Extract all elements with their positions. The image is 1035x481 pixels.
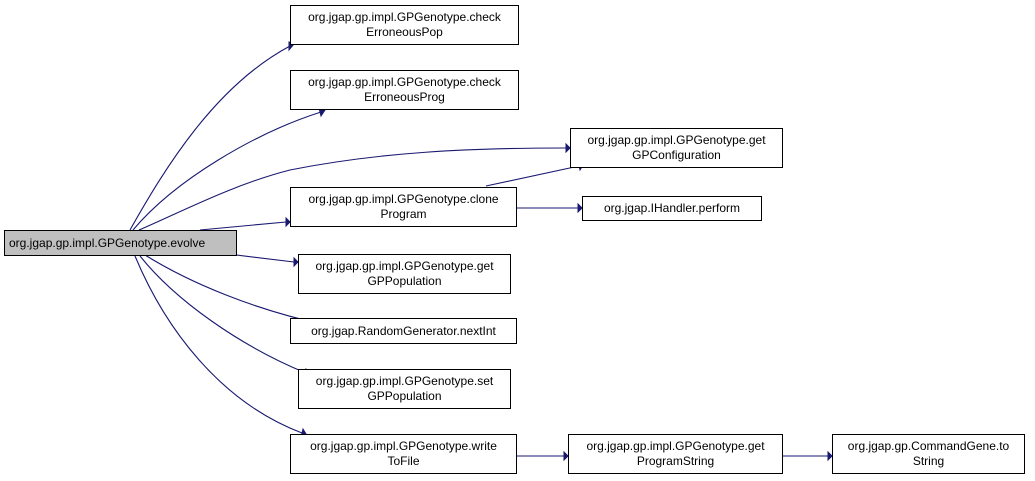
node-command-gene-to-string[interactable]: org.jgap.gp.CommandGene.to String	[832, 434, 1025, 474]
arrowhead	[577, 202, 583, 214]
edge-evolve-to-get-gppop	[227, 253, 295, 263]
node-label: GPConfiguration	[632, 148, 721, 162]
node-label: ToFile	[387, 454, 420, 468]
node-label: org.jgap.gp.impl.GPGenotype.check	[308, 10, 501, 24]
node-label: org.jgap.gp.impl.GPGenotype.get	[587, 133, 766, 147]
node-clone-program[interactable]: org.jgap.gp.impl.GPGenotype.clone Progra…	[290, 187, 517, 227]
node-check-erroneous-pop[interactable]: org.jgap.gp.impl.GPGenotype.check Errone…	[290, 5, 519, 45]
edge-evolve-to-check-prog	[132, 111, 322, 231]
arrowhead	[563, 450, 569, 462]
node-set-gp-population[interactable]: org.jgap.gp.impl.GPGenotype.set GPPopula…	[298, 369, 511, 409]
node-evolve[interactable]: org.jgap.gp.impl.GPGenotype.evolve	[4, 230, 237, 256]
arrowhead	[293, 256, 299, 268]
edge-evolve-to-clone-program	[199, 221, 287, 231]
node-label: ErroneousProg	[364, 90, 445, 104]
node-get-gp-population[interactable]: org.jgap.gp.impl.GPGenotype.get GPPopula…	[298, 254, 511, 294]
edge-evolve-to-write-to-file	[134, 255, 303, 434]
node-label: GPPopulation	[367, 389, 442, 403]
node-label: Program	[380, 207, 427, 221]
node-label: org.jgap.gp.CommandGene.to	[847, 439, 1010, 453]
edge-evolve-to-set-gppop	[139, 255, 307, 374]
node-label: org.jgap.gp.impl.GPGenotype.get	[315, 259, 494, 273]
node-label: org.jgap.IHandler.perform	[603, 201, 741, 215]
node-label: org.jgap.gp.impl.GPGenotype.evolve	[9, 235, 206, 250]
node-label: org.jgap.gp.impl.GPGenotype.check	[308, 75, 501, 89]
node-label: org.jgap.gp.impl.GPGenotype.clone	[308, 192, 499, 206]
node-write-to-file[interactable]: org.jgap.gp.impl.GPGenotype.write ToFile	[290, 434, 517, 474]
node-label: org.jgap.gp.impl.GPGenotype.set	[315, 374, 494, 388]
arrowhead	[565, 142, 571, 154]
node-label: ErroneousPop	[366, 25, 443, 39]
edge-evolve-to-check-pop	[129, 45, 291, 231]
node-label: ProgramString	[636, 454, 715, 468]
edge-evolve-to-get-gpconfig	[138, 147, 567, 231]
node-get-gp-configuration[interactable]: org.jgap.gp.impl.GPGenotype.get GPConfig…	[570, 128, 783, 168]
edge-clone-program-to-get-gpconfig	[485, 165, 580, 187]
node-label: GPPopulation	[367, 274, 442, 288]
node-random-generator-next-int[interactable]: org.jgap.RandomGenerator.nextInt	[290, 318, 517, 344]
node-get-program-string[interactable]: org.jgap.gp.impl.GPGenotype.get ProgramS…	[568, 434, 783, 474]
arrowhead	[285, 216, 291, 228]
node-ihandler-perform[interactable]: org.jgap.IHandler.perform	[582, 196, 762, 221]
arrowhead	[827, 450, 833, 462]
node-label: String	[912, 454, 945, 468]
node-label: org.jgap.gp.impl.GPGenotype.write	[310, 439, 497, 453]
node-label: org.jgap.gp.impl.GPGenotype.get	[586, 439, 765, 453]
node-label: org.jgap.RandomGenerator.nextInt	[311, 323, 496, 338]
node-check-erroneous-prog[interactable]: org.jgap.gp.impl.GPGenotype.check Errone…	[290, 70, 519, 110]
